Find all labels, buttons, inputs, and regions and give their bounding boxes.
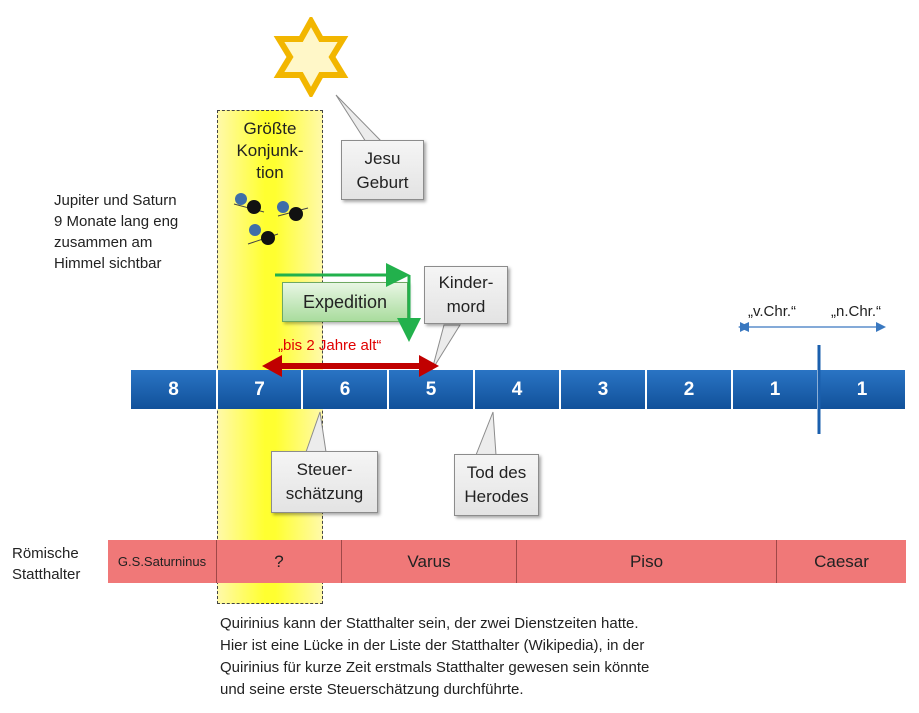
jupiter-saturn-pair-icon	[277, 201, 309, 221]
age-range-label: „bis 2 Jahre alt“	[278, 337, 382, 354]
year-cell: 3	[561, 370, 647, 409]
birth-callout: Jesu Geburt	[341, 140, 424, 200]
jupiter-saturn-note: Jupiter und Saturn 9 Monate lang eng zus…	[54, 192, 179, 272]
jupiter-saturn-pair-icon	[233, 193, 265, 214]
year-cell: 5	[389, 370, 475, 409]
star-of-bethlehem-icon	[273, 17, 349, 97]
era-label-ad: „n.Chr.“	[831, 303, 882, 320]
year-cell: 2	[647, 370, 733, 409]
era-arrow-left-head	[738, 322, 749, 332]
year-cell: 4	[475, 370, 561, 409]
footnote: Quirinius kann der Statthalter sein, der…	[220, 615, 650, 698]
jupiter-saturn-pair-icon	[247, 224, 279, 245]
conjunction-highlight	[217, 110, 323, 604]
year-cell: 7	[218, 370, 303, 409]
herod-death-callout: Tod des Herodes	[454, 454, 539, 516]
governor-cell: Caesar	[777, 540, 906, 583]
expedition-label: Expedition	[302, 292, 388, 312]
conjunction-title: Größte Konjunk- tion	[236, 119, 304, 182]
year-cell: 8	[131, 370, 218, 409]
governor-cell: Piso	[517, 540, 777, 583]
governor-cell: Varus	[342, 540, 517, 583]
governor-cell: G.S.Saturninus	[108, 540, 217, 583]
massacre-callout-pointer	[431, 324, 461, 371]
census-callout: Steuer- schätzung	[271, 451, 378, 513]
planets-icon	[233, 193, 309, 245]
era-label-bc: „v.Chr.“	[748, 303, 797, 320]
massacre-callout: Kinder- mord	[424, 266, 508, 324]
governor-cell: ?	[217, 540, 342, 583]
year-cell: 6	[303, 370, 389, 409]
governors-row-label: Römische Statthalter	[12, 545, 81, 583]
age-range-arrow	[262, 355, 439, 377]
year-cell: 1	[819, 370, 905, 409]
